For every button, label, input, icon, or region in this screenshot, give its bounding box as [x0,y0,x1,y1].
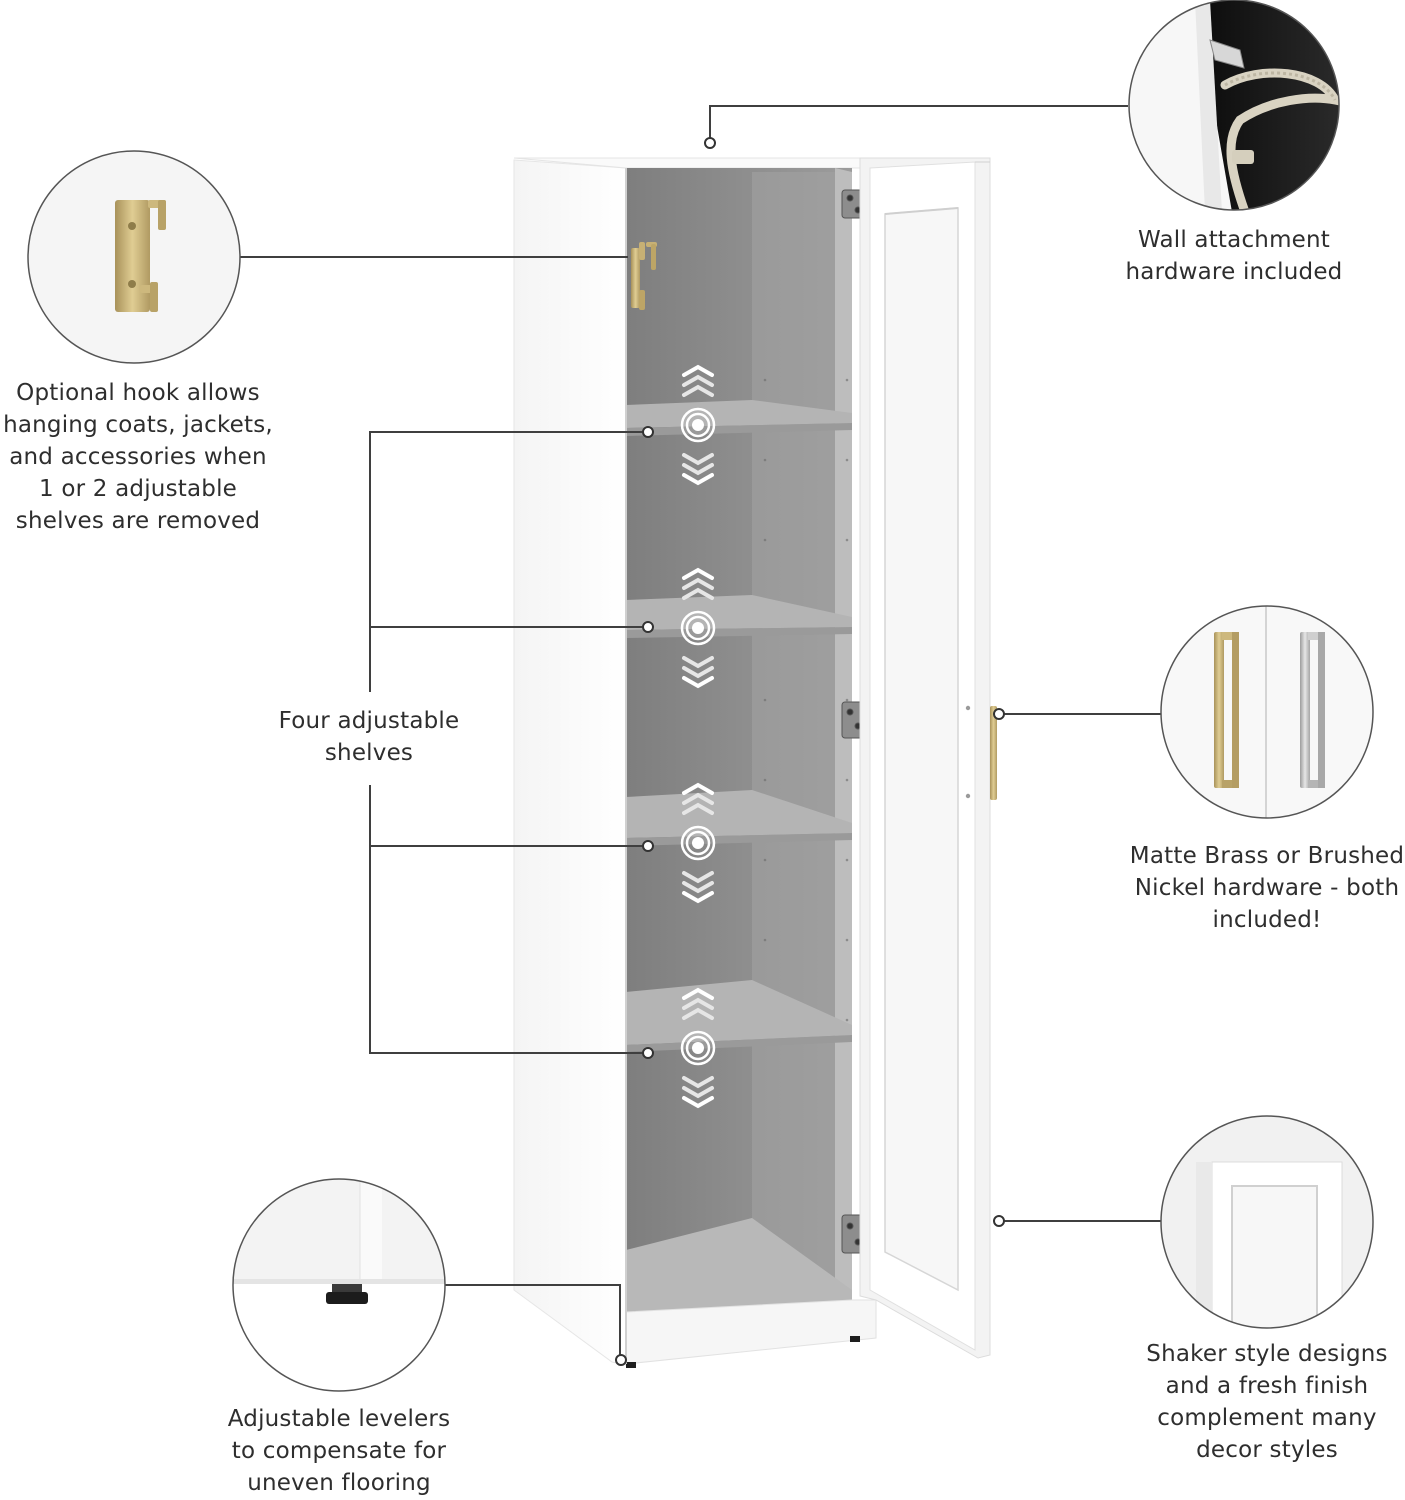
shelves-caption-line-1: Four adjustable [278,708,460,734]
hook-detail-circle [27,150,241,364]
cabinet-side-panel [513,159,627,1366]
wall-caption-line-2: hardware included [1125,259,1343,285]
shaker-caption-line-2: and a fresh finish [1165,1373,1369,1399]
shaker-detail-circle [1160,1115,1374,1329]
shaker-caption-line-3: complement many [1157,1405,1377,1431]
wall-caption-line-1: Wall attachment [1137,227,1331,253]
shelves-caption: Four adjustable shelves [250,705,488,769]
levelers-caption-line-3: uneven flooring [247,1470,431,1496]
shelves-caption-line-2: shelves [324,740,414,766]
callout-dots [615,137,1005,1366]
shaker-caption-line-4: decor styles [1196,1437,1338,1463]
adjust-arrow-group [680,782,716,904]
cabinet-door [859,157,997,1359]
shaker-caption: Shaker style designs and a fresh finish … [1130,1338,1404,1466]
handle-detail-circle [1160,605,1374,819]
adjust-arrow-group [680,567,716,689]
adjust-arrows-icon [680,364,716,1109]
wall-caption: Wall attachment hardware included [1104,224,1364,288]
hook-icon [631,242,657,310]
cabinet [513,157,997,1368]
hook-caption-line-5: shelves are removed [15,508,261,534]
hardware-caption-line-3: included! [1212,907,1322,933]
handle-icon [990,706,997,800]
hook-caption-line-4: 1 or 2 adjustable [38,476,238,502]
hook-caption-line-3: and accessories when [9,444,267,470]
levelers-caption-line-1: Adjustable levelers [227,1406,451,1432]
hardware-caption: Matte Brass or Brushed Nickel hardware -… [1120,840,1405,936]
hook-caption: Optional hook allows hanging coats, jack… [0,377,276,537]
shaker-caption-line-1: Shaker style designs [1146,1341,1388,1367]
wall-bracket-icon [1209,39,1339,210]
cabinet-floor [626,1218,852,1312]
levelers-caption-line-2: to compensate for [231,1438,447,1464]
hook-caption-line-1: Optional hook allows [16,380,260,406]
hardware-caption-line-1: Matte Brass or Brushed [1129,843,1405,869]
leveler-icon [326,1284,368,1304]
leveler-detail-circle [232,1178,446,1392]
adjust-arrow-group [680,987,716,1109]
hook-caption-line-2: hanging coats, jackets, [3,412,273,438]
cabinet-base [625,1299,877,1365]
adjust-arrow-group [680,364,716,486]
hardware-caption-line-2: Nickel hardware - both [1134,875,1400,901]
levelers-caption: Adjustable levelers to compensate for un… [208,1403,470,1499]
wall-detail-circle [1128,0,1340,211]
callout-lines [240,105,1161,1360]
